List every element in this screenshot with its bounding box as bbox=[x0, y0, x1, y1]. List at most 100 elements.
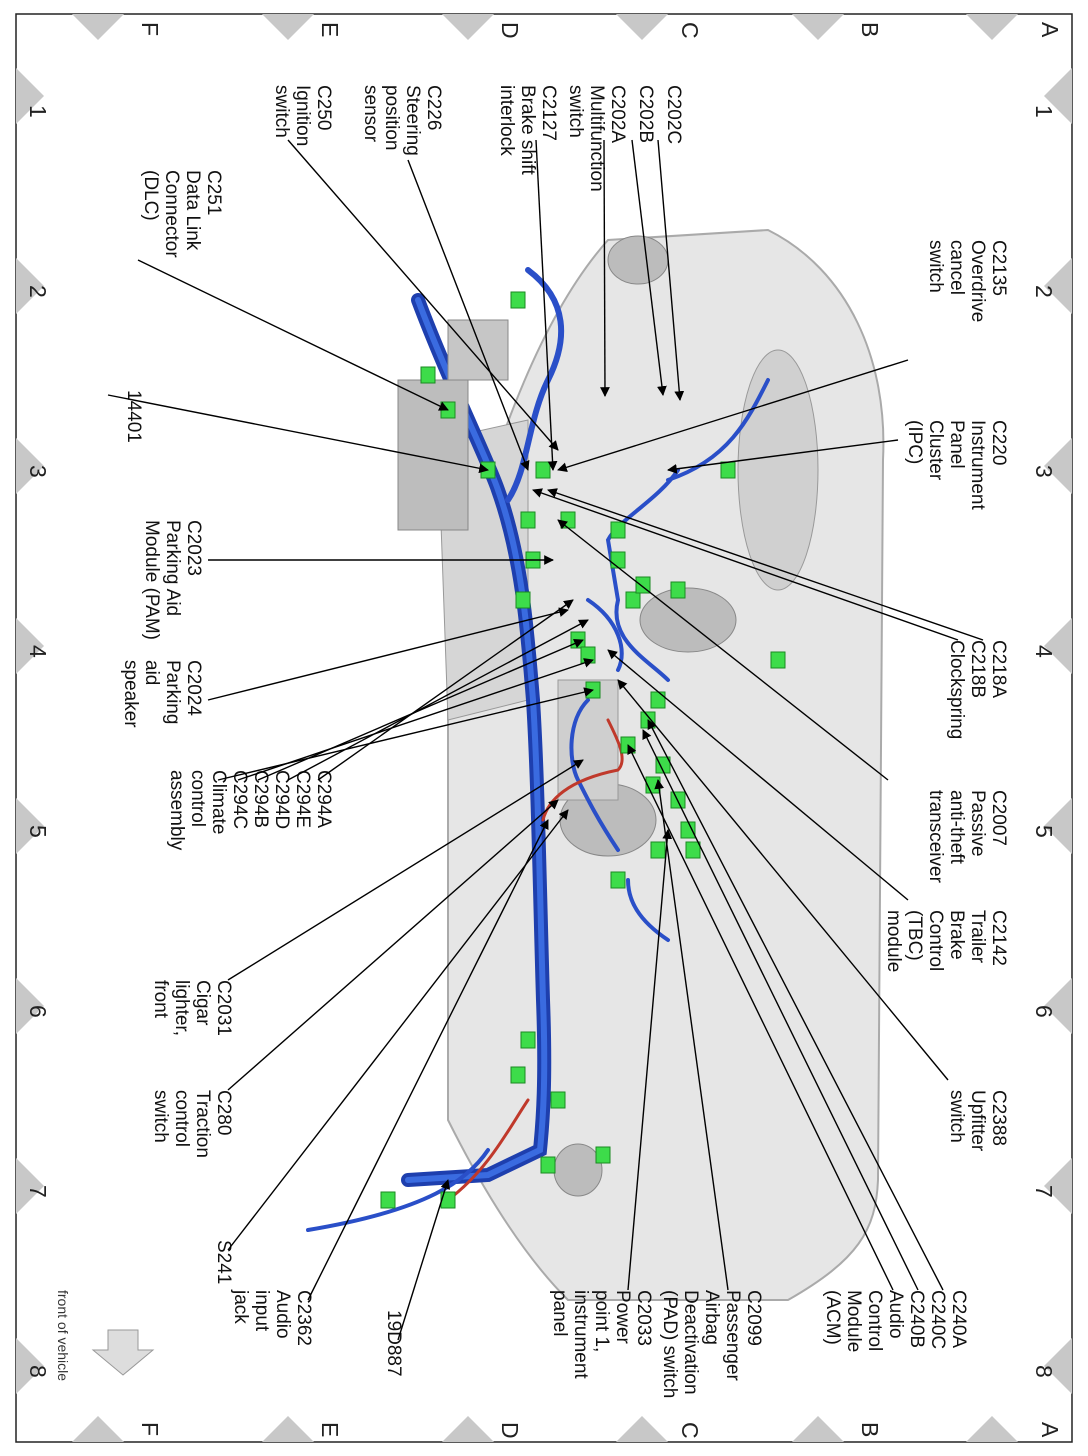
callout-line: C202A bbox=[607, 85, 628, 143]
diagram-border bbox=[15, 13, 1073, 1443]
border-triangle bbox=[616, 1416, 668, 1442]
connector bbox=[610, 871, 626, 889]
callout-line: control bbox=[187, 770, 208, 827]
grid-row-label-left: D bbox=[497, 22, 523, 39]
junction-block bbox=[447, 319, 509, 381]
harness-branch-floor bbox=[306, 1148, 490, 1232]
connector bbox=[680, 821, 696, 839]
grid-col-label-top: 2 bbox=[1031, 285, 1057, 298]
connector bbox=[650, 841, 666, 859]
border-triangle bbox=[1044, 618, 1072, 674]
callout-line: Steering bbox=[402, 85, 423, 156]
grid-col-label-bottom: 1 bbox=[25, 105, 51, 118]
leader-line bbox=[397, 1179, 451, 1341]
border-triangle bbox=[72, 14, 124, 40]
front-arrow-icon bbox=[91, 1329, 155, 1376]
callout-line: Cigar bbox=[192, 980, 213, 1026]
callout-line: Audio bbox=[885, 1290, 906, 1339]
callout-label-c2388: C2388Upfitterswitch bbox=[946, 1090, 1009, 1152]
callout-label-n14401: 14401 bbox=[123, 390, 144, 443]
front-of-vehicle: front of vehicle bbox=[55, 1290, 155, 1381]
callout-s241: S241 bbox=[213, 809, 569, 1284]
instrument-cluster-hood bbox=[737, 349, 819, 591]
grid-row-label-right: C bbox=[677, 1422, 703, 1439]
leader-line bbox=[557, 519, 889, 781]
leader-line bbox=[217, 687, 594, 781]
callout-line: C220 bbox=[988, 420, 1009, 465]
callout-label-c218: C218AC218BClockspring bbox=[946, 640, 1009, 739]
connector bbox=[540, 1156, 556, 1174]
border-triangle bbox=[16, 978, 44, 1034]
callout-c251: C251Data LinkConnector(DLC) bbox=[137, 170, 449, 411]
callout-line: switch bbox=[946, 1090, 967, 1143]
callout-line: Brake bbox=[946, 910, 967, 960]
callout-c2362: C2362Audioinputjack bbox=[230, 819, 549, 1346]
leader-line bbox=[557, 359, 909, 473]
callout-line: input bbox=[251, 1290, 272, 1332]
center-vent-left bbox=[639, 587, 737, 653]
callout-line: instrument bbox=[570, 1290, 591, 1379]
callout-line: Ignition bbox=[292, 85, 313, 146]
grid-row-label-left: A bbox=[1037, 22, 1063, 38]
callout-c2127: C2127Brake shiftinterlock bbox=[496, 85, 559, 471]
callout-label-c202a: C202AMultifunctionswitch bbox=[565, 85, 628, 192]
callout-line: Multifunction bbox=[586, 85, 607, 192]
callout-line: (IPC) bbox=[904, 420, 925, 464]
leader-line bbox=[287, 619, 589, 781]
callout-line: Audio bbox=[272, 1290, 293, 1339]
border-triangle bbox=[262, 14, 314, 40]
grid-col-label-top: 5 bbox=[1031, 825, 1057, 838]
grid-row-label-right: E bbox=[317, 1422, 343, 1437]
border-triangle bbox=[16, 1338, 44, 1394]
connector bbox=[720, 461, 736, 479]
leader-line bbox=[107, 394, 489, 474]
harness-branch-cluster bbox=[605, 468, 680, 682]
connector bbox=[770, 651, 786, 669]
harness-branch-top bbox=[666, 378, 770, 482]
callout-label-c202c: C202C bbox=[663, 85, 684, 144]
callout-label-c2033: C2033Powerpoint 1,instrumentpanel bbox=[549, 1290, 654, 1379]
leader-line bbox=[667, 439, 899, 474]
connector bbox=[595, 1146, 611, 1164]
callout-line: position bbox=[381, 85, 402, 151]
callout-line: interlock bbox=[496, 85, 517, 156]
leader-line bbox=[642, 729, 919, 1291]
callout-line: C294E bbox=[292, 770, 313, 828]
callout-label-c2024: C2024Parkingaidspeaker bbox=[120, 660, 204, 728]
callout-line: switch bbox=[925, 240, 946, 293]
connector bbox=[655, 756, 671, 774]
leader-line bbox=[317, 599, 574, 781]
connector bbox=[510, 291, 526, 309]
callout-line: C226 bbox=[423, 85, 444, 130]
leader-line bbox=[227, 759, 584, 981]
callout-line: lighter, bbox=[171, 980, 192, 1036]
red-wire-lower bbox=[446, 1098, 530, 1202]
callout-line: S241 bbox=[213, 1240, 234, 1284]
callout-label-c2099: C2099PassengerAirbagDeactivation(PAD) sw… bbox=[659, 1290, 764, 1398]
callout-n19d887: 19D887 bbox=[383, 1179, 451, 1377]
callout-line: C250 bbox=[313, 85, 334, 130]
callout-line: C2033 bbox=[633, 1290, 654, 1346]
callout-label-c2023: C2023Parking AidModule (PAM) bbox=[141, 520, 204, 640]
callout-label-c251: C251Data LinkConnector(DLC) bbox=[140, 170, 224, 258]
border-triangle bbox=[16, 438, 44, 494]
leader-line bbox=[647, 719, 944, 1291]
callout-line: Connector bbox=[161, 170, 182, 258]
front-of-vehicle-label: front of vehicle bbox=[55, 1290, 71, 1381]
connector bbox=[440, 1191, 456, 1209]
leader-line bbox=[535, 139, 558, 471]
callout-line: Module bbox=[843, 1290, 864, 1352]
callout-line: Clockspring bbox=[946, 640, 967, 739]
leader-line bbox=[657, 139, 685, 401]
callout-c280: C280Tractioncontrolswitch bbox=[150, 799, 559, 1158]
callout-line: C2362 bbox=[293, 1290, 314, 1346]
callout-line: Overdrive bbox=[967, 240, 988, 322]
connector bbox=[520, 511, 536, 529]
callout-line: Brake shift bbox=[517, 85, 538, 175]
callout-line: anti-theft bbox=[946, 790, 967, 865]
callout-c218: C218AC218BClockspring bbox=[532, 488, 1009, 739]
callout-line: Instrument bbox=[967, 420, 988, 510]
grid-col-label-bottom: 8 bbox=[25, 1365, 51, 1378]
callout-line: Control bbox=[925, 910, 946, 971]
border-triangle bbox=[442, 1416, 494, 1442]
